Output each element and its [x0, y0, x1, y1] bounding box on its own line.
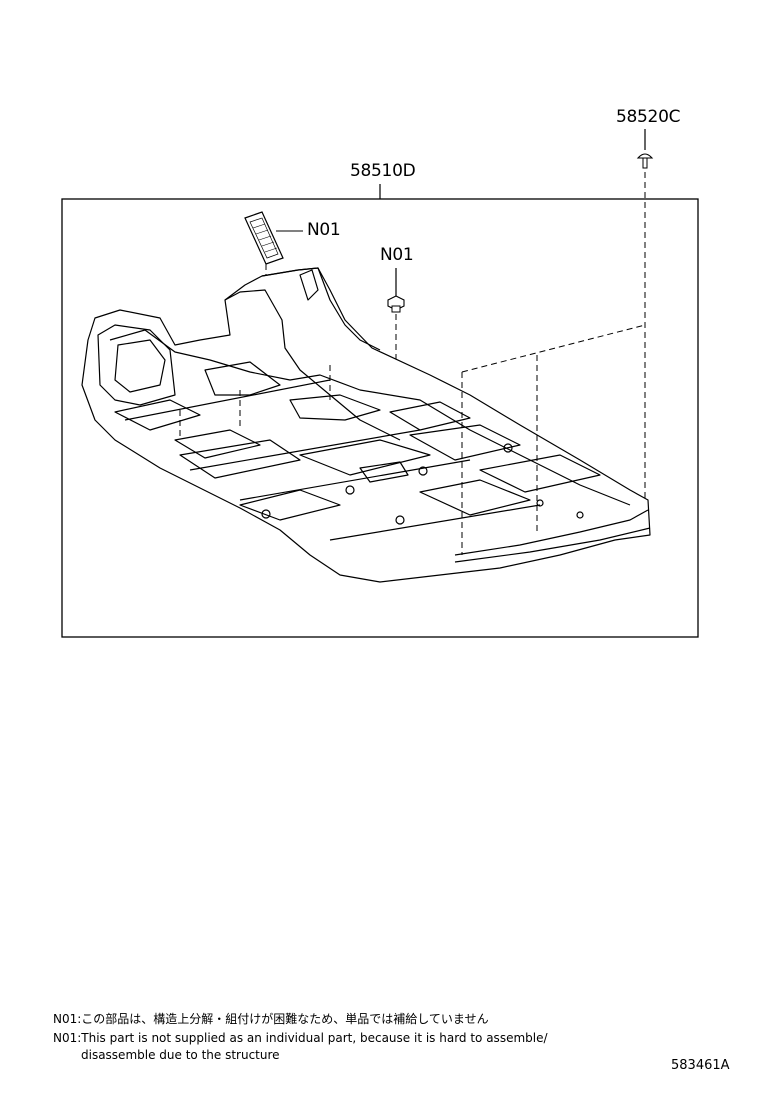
- callout-n01-fastener: N01: [380, 245, 414, 265]
- assembly-guide-lines: [179, 324, 646, 555]
- note-japanese: N01:この部品は、構造上分解・組付けが困難なため、単品では補給していません: [53, 1012, 489, 1026]
- floor-carpet-illustration: [81, 267, 651, 583]
- catalog-code: 583461A: [671, 1058, 730, 1073]
- callout-58510d: 58510D: [350, 161, 416, 181]
- note-english-line2: disassemble due to the structure: [81, 1048, 280, 1062]
- callout-n01-pad: N01: [307, 220, 341, 240]
- note-english-line1: N01:This part is not supplied as an indi…: [53, 1031, 548, 1045]
- callout-58520c: 58520C: [616, 107, 681, 127]
- clip-58520c-icon: [636, 129, 654, 500]
